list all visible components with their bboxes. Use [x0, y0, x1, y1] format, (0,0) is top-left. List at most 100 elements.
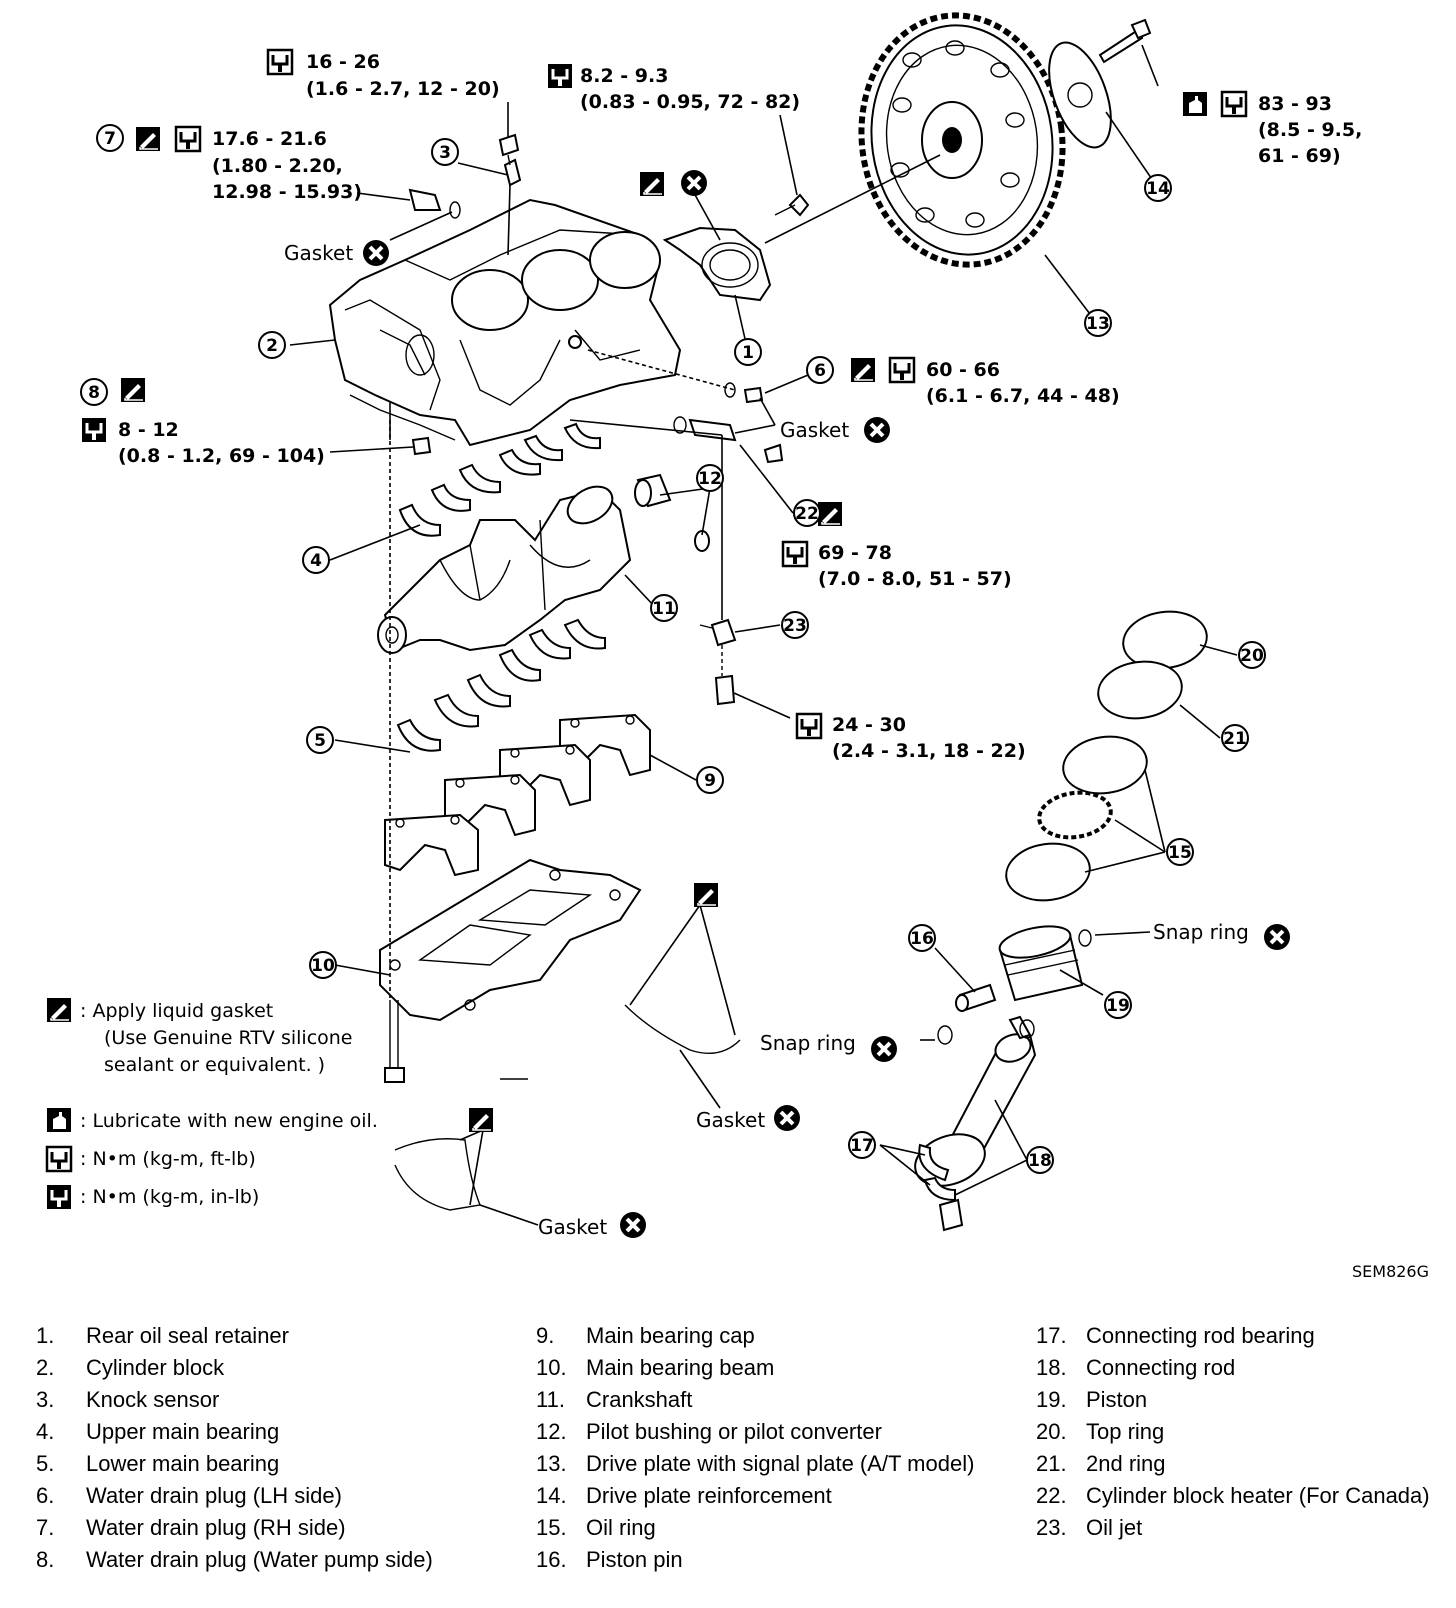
part-name: Drive plate with signal plate (A/T model… [586, 1451, 975, 1476]
part-name: Oil jet [1086, 1515, 1143, 1540]
callout-number: 11 [652, 599, 676, 619]
do-not-reuse-icon [862, 415, 892, 445]
parts-list-item: 15.Oil ring [536, 1512, 976, 1544]
piston-rings-drawing [1005, 610, 1208, 902]
torque-ft-lb-icon [174, 125, 202, 153]
callout-circle [1144, 174, 1172, 202]
drive-plate-drawing [858, 12, 1066, 268]
parts-list-item: 13.Drive plate with signal plate (A/T mo… [536, 1448, 976, 1480]
parts-list-item: 1.Rear oil seal retainer [36, 1320, 476, 1352]
torque-value: 69 - 78 [818, 542, 892, 564]
parts-list-item: 6.Water drain plug (LH side) [36, 1480, 476, 1512]
diagram-labels: Gasket Gasket Snap ring Snap ring Gasket… [80, 241, 1429, 1281]
lubricate-icon [1183, 92, 1207, 116]
part-name: Cylinder block [86, 1355, 225, 1380]
part-name: Piston [1086, 1387, 1148, 1412]
gasket-label: Gasket [284, 241, 353, 265]
figure-code: SEM826G [1352, 1262, 1429, 1281]
callout-number: 7 [104, 129, 116, 149]
callout-circle [80, 378, 108, 406]
part-name: Water drain plug (RH side) [86, 1515, 346, 1540]
torque-in-lb-icon [546, 62, 574, 90]
parts-list-item: 14.Drive plate reinforcement [536, 1480, 976, 1512]
part-number: 17. [1036, 1323, 1067, 1348]
callout-number: 9 [704, 771, 716, 791]
part-number: 9. [536, 1323, 555, 1348]
torque-value: 60 - 66 [926, 359, 1000, 381]
do-not-reuse-icon [772, 1103, 802, 1133]
parts-list-item: 12. Pilot bushing or pilot converter [536, 1416, 976, 1448]
callout-number: 4 [310, 551, 322, 571]
callout-circle [696, 766, 724, 794]
callout-circle [258, 331, 286, 359]
legend-torque-ft-lb: : N•m (kg-m, ft-lb) [80, 1148, 256, 1170]
callout-number: 8 [88, 383, 100, 403]
callout-number: 10 [311, 956, 335, 976]
callout-number: 20 [1240, 646, 1264, 666]
torque-specs: 16 - 26 (1.6 - 2.7, 12 - 20) 8.2 - 9.3 (… [118, 51, 1362, 762]
parts-list-item: 16.Piston pin [536, 1544, 976, 1576]
part-number: 10. [536, 1355, 567, 1380]
callout-number: 6 [814, 361, 826, 381]
callout-number: 5 [314, 731, 326, 751]
leader-lines [289, 44, 1238, 1226]
parts-list-item: 3.Knock sensor [36, 1384, 476, 1416]
main-bearing-beam-drawing [379, 858, 642, 1022]
torque-conversion: (6.1 - 6.7, 44 - 48) [926, 385, 1120, 407]
callout-number: 16 [910, 929, 934, 949]
callout-circle [848, 1131, 876, 1159]
legend-torque-in-lb: : N•m (kg-m, in-lb) [80, 1186, 259, 1208]
torque-ft-lb-icon [888, 356, 916, 384]
parts-list-item: 4.Upper main bearing [36, 1416, 476, 1448]
small-parts-drawing [408, 133, 810, 706]
parts-list-item: 9. Main bearing cap [536, 1320, 976, 1352]
parts-list-item: 19.Piston [1036, 1384, 1436, 1416]
callout-circle [1026, 1146, 1054, 1174]
callout-number: 1 [742, 343, 754, 363]
part-name: Main bearing cap [586, 1323, 755, 1348]
parts-list-item: 17.Connecting rod bearing [1036, 1320, 1436, 1352]
parts-list-item: 8.Water drain plug (Water pump side) [36, 1544, 476, 1576]
torque-value: 83 - 93 [1258, 93, 1332, 115]
torque-ft-lb-icon [1220, 90, 1248, 118]
liquid-gasket-icon [817, 501, 843, 527]
torque-conversion: 12.98 - 15.93) [212, 181, 362, 203]
parts-list-item: 22.Cylinder block heater (For Canada) [1036, 1480, 1436, 1512]
torque-value: 8 - 12 [118, 419, 179, 441]
liquid-gasket-icon [639, 171, 665, 197]
part-name: Rear oil seal retainer [86, 1323, 289, 1348]
part-name: Main bearing beam [586, 1355, 775, 1380]
torque-conversion: (0.83 - 0.95, 72 - 82) [580, 91, 800, 113]
parts-list-item: 21.2nd ring [1036, 1448, 1436, 1480]
gasket-label: Gasket [780, 418, 849, 442]
liquid-gasket-icon [850, 357, 876, 383]
callout-circle [1221, 724, 1249, 752]
torque-conversion: 61 - 69) [1258, 145, 1341, 167]
do-not-reuse-icon [618, 1210, 648, 1240]
torque-value: 17.6 - 21.6 [212, 128, 327, 150]
part-name: Pilot bushing or pilot converter [586, 1419, 882, 1444]
part-name: Drive plate reinforcement [586, 1483, 832, 1508]
callout-circle [96, 124, 124, 152]
callout-circle [793, 499, 821, 527]
callout-number: 23 [783, 616, 807, 636]
callout-number: 14 [1146, 179, 1170, 199]
lubricate-icon [47, 1108, 71, 1132]
callout-number: 19 [1106, 996, 1130, 1016]
parts-list-item: 5.Lower main bearing [36, 1448, 476, 1480]
torque-conversion: (7.0 - 8.0, 51 - 57) [818, 568, 1012, 590]
callout-circle [781, 611, 809, 639]
part-name: 2nd ring [1086, 1451, 1166, 1476]
part-number: 20. [1036, 1419, 1067, 1444]
crankshaft-drawing [377, 485, 632, 654]
parts-list-item: 18.Connecting rod [1036, 1352, 1436, 1384]
callout-number: 22 [795, 504, 819, 524]
liquid-gasket-icon [120, 377, 146, 403]
part-number: 12. [536, 1419, 567, 1444]
parts-list-item: 23.Oil jet [1036, 1512, 1436, 1544]
callout-number: 21 [1223, 729, 1247, 749]
callout-number: 12 [698, 469, 722, 489]
